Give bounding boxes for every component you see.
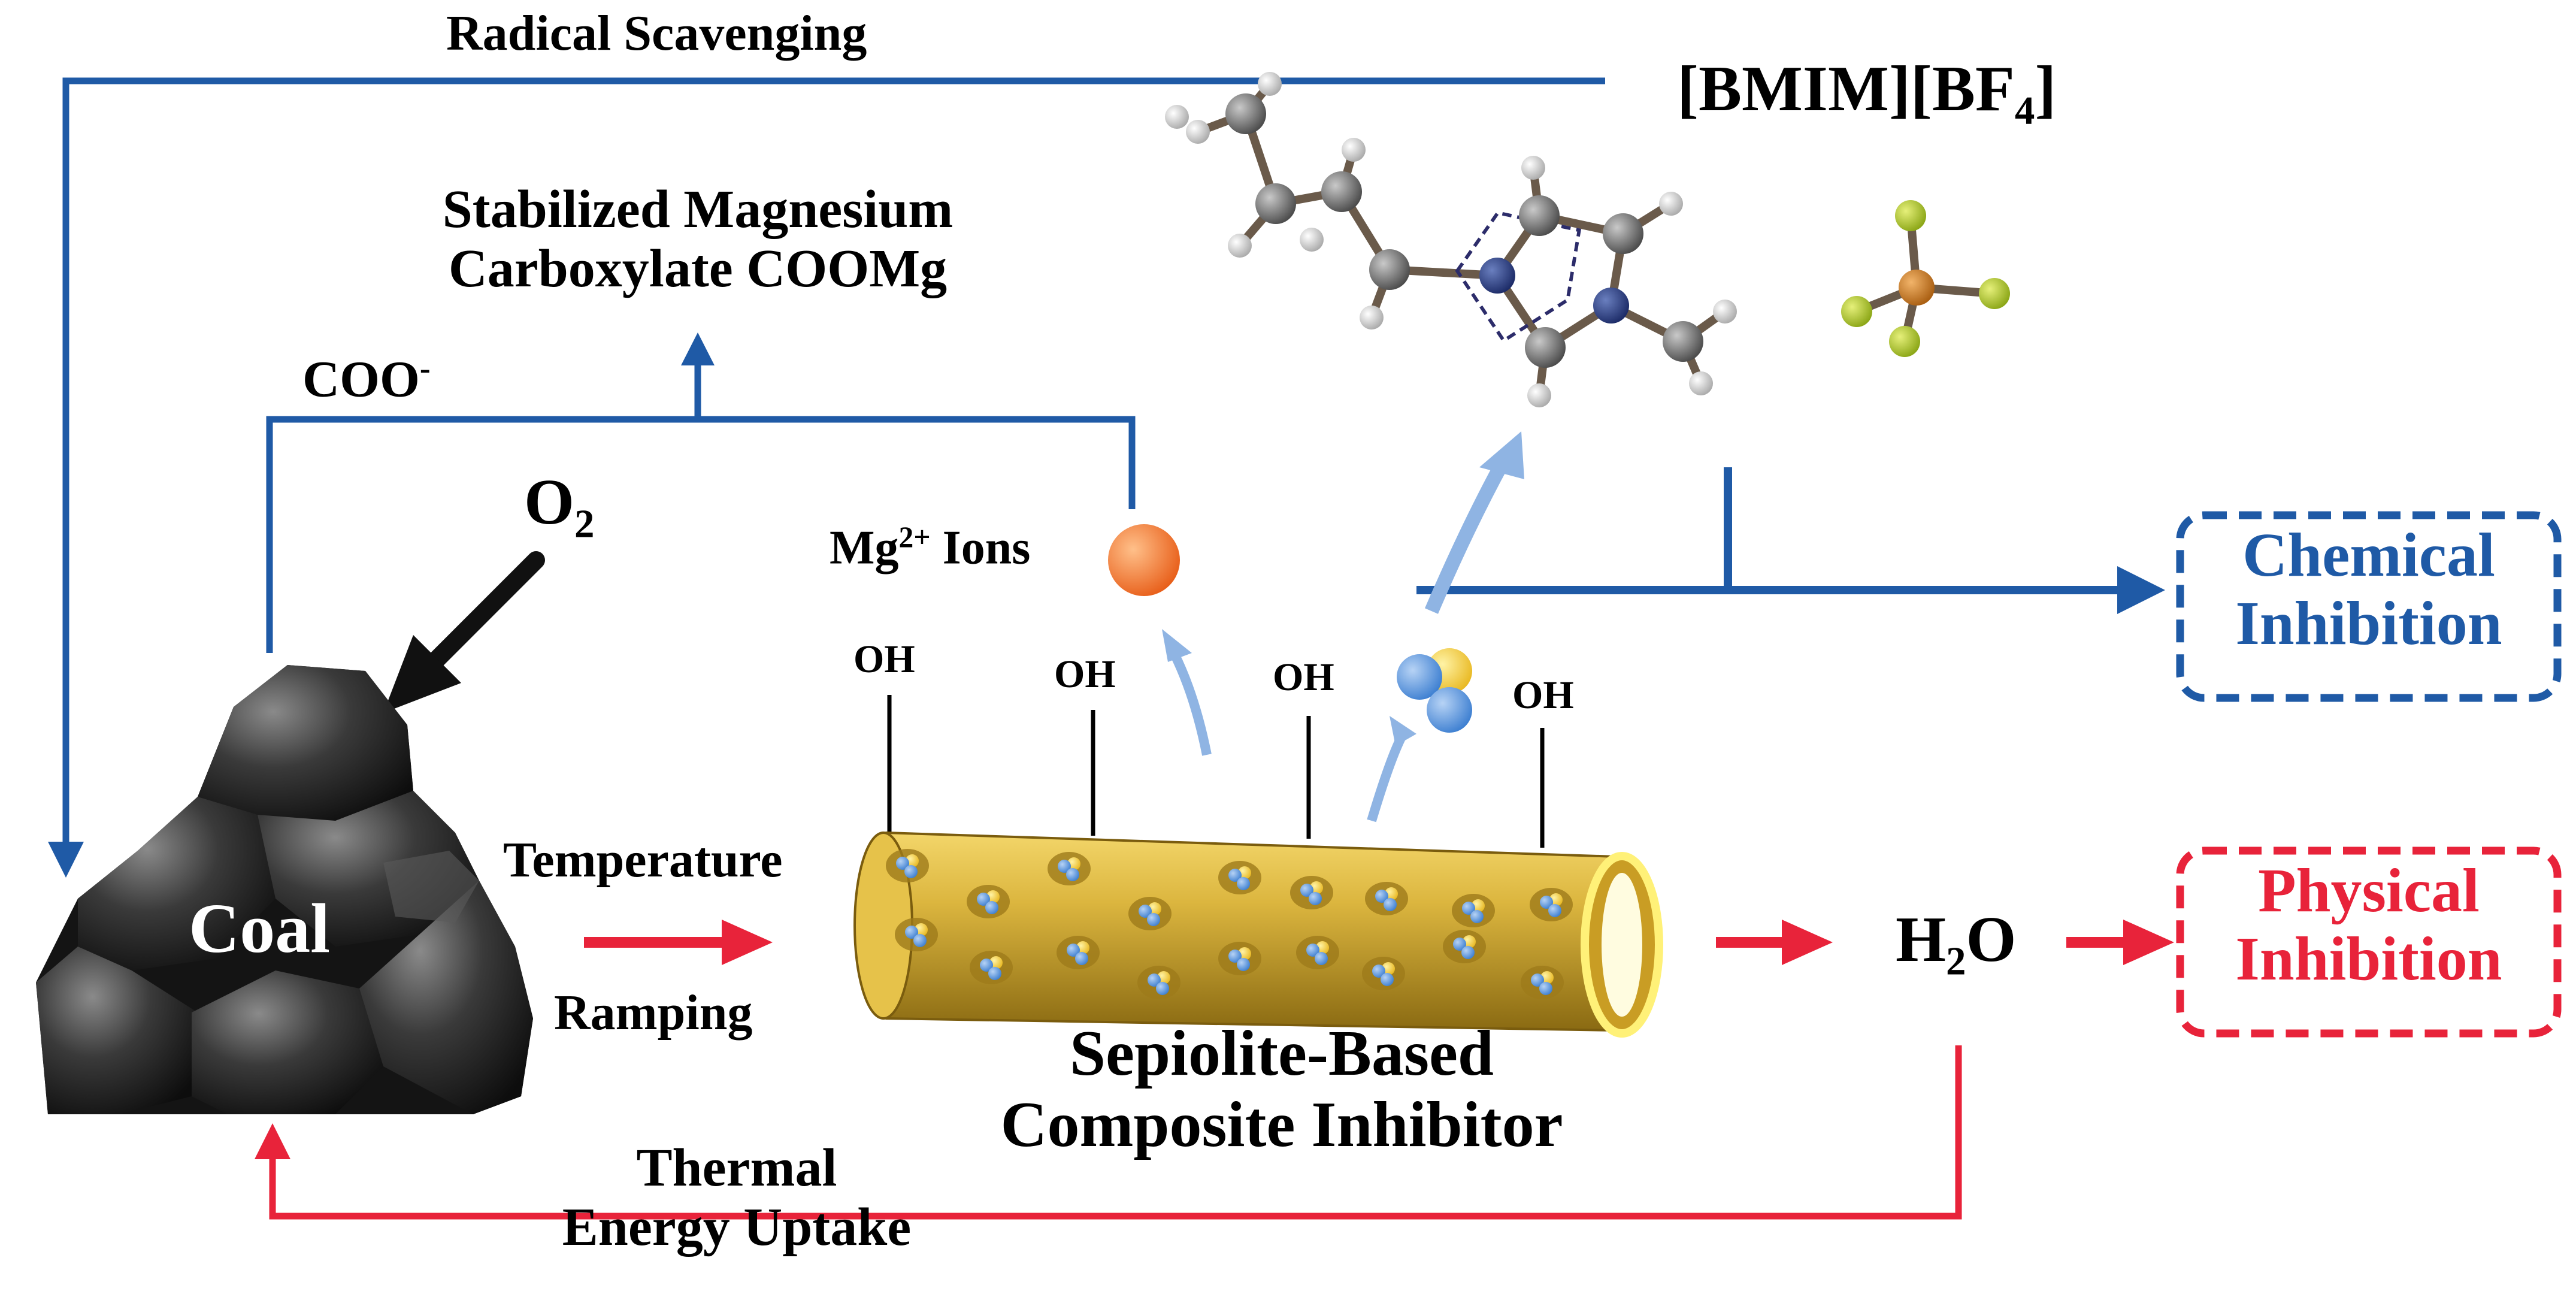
temperature-label: Temperature — [503, 832, 783, 888]
tube-particle — [1521, 966, 1564, 999]
chemical-line-1: Chemical — [2242, 521, 2495, 589]
tube-particle — [1530, 888, 1573, 921]
mg-main: Mg — [830, 521, 899, 575]
sepiolite-line-1: Sepiolite-Based — [1069, 1018, 1494, 1089]
tube-particles — [886, 849, 1573, 999]
tube-particle — [1218, 861, 1261, 894]
h2o-label: H2O — [1896, 904, 2017, 984]
physical-inhibition-arrow — [2066, 920, 2174, 965]
tube-particle — [1218, 942, 1261, 975]
mg-ion-sphere — [1108, 524, 1180, 596]
chemical-inhibition-arrow — [1416, 467, 2165, 614]
sepiolite-line-2: Composite Inhibitor — [1000, 1089, 1563, 1160]
mg-sup: 2+ — [898, 521, 931, 554]
physical-line-2: Inhibition — [2235, 924, 2502, 994]
physical-inhibition-box — [2176, 846, 2562, 1038]
chemical-line-2: Inhibition — [2235, 589, 2502, 658]
thermal-line-2: Energy Uptake — [562, 1198, 912, 1257]
ion-cluster — [1397, 648, 1472, 733]
bmim-bf4-molecule — [1165, 72, 2010, 407]
o2-main: O — [524, 467, 575, 538]
thermal-line-1: Thermal — [636, 1138, 837, 1198]
mg-end: Ions — [930, 521, 1031, 575]
mg-ions-label: Mg2+ Ions — [830, 521, 1031, 575]
chemical-inhibition-box — [2176, 511, 2562, 702]
tube-particle — [970, 951, 1013, 984]
stabilized-magnesium-label: Stabilized Magnesium Carboxylate COOMg — [371, 180, 1024, 298]
ramping-label: Ramping — [554, 985, 753, 1041]
bmim-sub: 4 — [2014, 88, 2035, 133]
stabilized-line-1: Stabilized Magnesium — [442, 180, 953, 239]
temperature-ramping-arrow — [584, 920, 773, 965]
tube-particle — [1128, 897, 1172, 930]
molecule-arrow — [1424, 431, 1524, 614]
thermal-energy-label: Thermal Energy Uptake — [419, 1138, 1054, 1257]
h2o-sub: 2 — [1946, 939, 1966, 984]
h2o-o: O — [1966, 904, 2017, 975]
coal-label: Coal — [189, 889, 330, 968]
bmim-bf4-label: [BMIM][BF4] — [1677, 53, 2057, 133]
tube-particle — [895, 918, 938, 951]
stabilized-line-2: Carboxylate COOMg — [448, 239, 948, 298]
thermal-energy-uptake-arrow — [255, 1045, 1962, 1220]
bmim-main: [BMIM][BF — [1677, 53, 2015, 125]
o2-label: O2 — [524, 467, 595, 546]
sepiolite-tube — [853, 831, 1663, 1038]
radical-scavenging-arrow — [48, 77, 1605, 878]
h2o-h: H — [1896, 904, 1947, 975]
oh-label-1: OH — [853, 637, 915, 681]
h2o-formation-arrow — [1716, 920, 1833, 965]
tube-particle — [886, 849, 929, 882]
tube-particle — [1443, 930, 1486, 963]
oh-label-2: OH — [1054, 652, 1116, 696]
coo-pathway-arrow — [266, 332, 1136, 653]
radical-scavenging-label: Radical Scavenging — [446, 5, 867, 61]
tube-particle — [1452, 894, 1495, 927]
oh-label-4: OH — [1512, 673, 1574, 717]
o2-arrow — [383, 551, 545, 713]
oh-label-3: OH — [1273, 655, 1334, 699]
physical-inhibition-label: Physical Inhibition — [2180, 856, 2557, 994]
tube-particle — [1048, 852, 1091, 885]
coal-pile-image — [36, 665, 533, 1114]
sepiolite-inhibitor-label: Sepiolite-Based Composite Inhibitor — [886, 1018, 1677, 1161]
o2-sub: 2 — [574, 501, 595, 546]
chemical-inhibition-label: Chemical Inhibition — [2180, 521, 2557, 658]
oh-stems — [887, 695, 1545, 848]
ion-release-arrow — [1367, 716, 1416, 823]
tube-particle — [967, 885, 1010, 918]
mg-release-arrow — [1162, 629, 1212, 756]
tube-particle — [1137, 966, 1180, 999]
tube-particle — [1365, 882, 1408, 915]
coo-sup: - — [419, 350, 431, 386]
coo-main: COO — [302, 350, 420, 408]
physical-line-1: Physical — [2258, 856, 2480, 925]
tube-particle — [1057, 936, 1100, 969]
tube-particle — [1362, 957, 1405, 990]
tube-particle — [1290, 876, 1333, 909]
coo-label: COO- — [302, 350, 431, 407]
bmim-end: ] — [2035, 53, 2057, 125]
tube-particle — [1296, 936, 1339, 969]
